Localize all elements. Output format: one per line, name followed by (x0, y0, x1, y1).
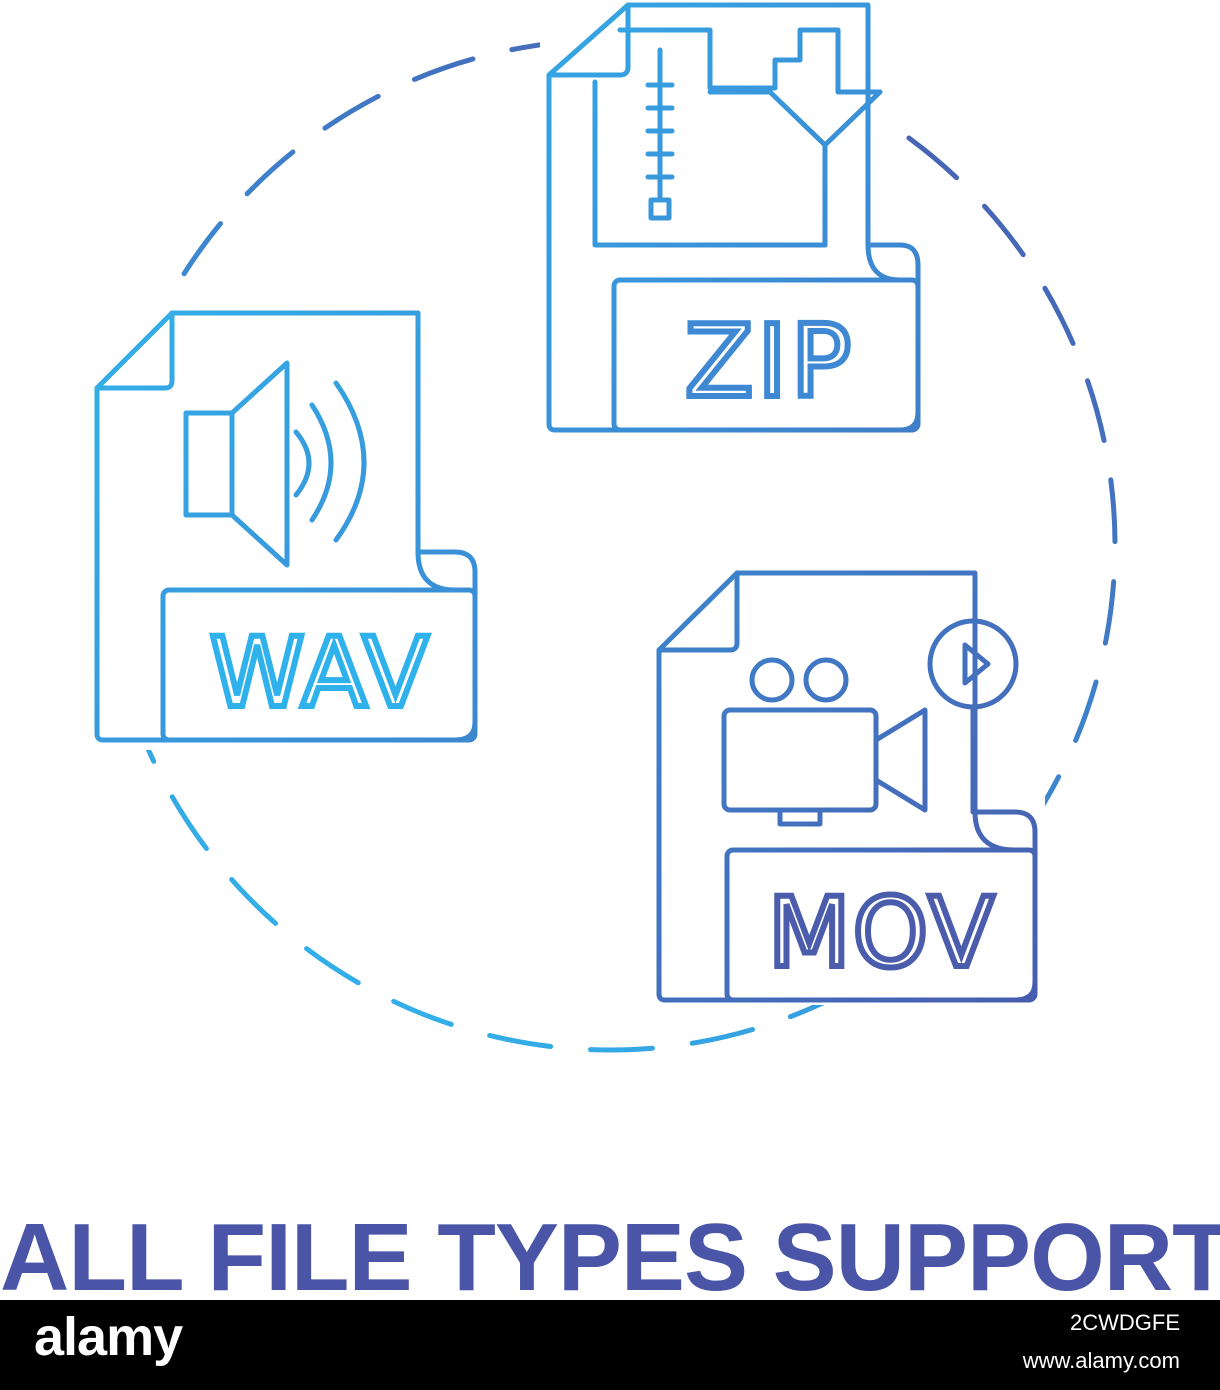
wav-file-icon (94, 310, 478, 743)
mov-file-icon (656, 570, 1038, 1003)
image-id: 2CWDGFE (1070, 1310, 1180, 1335)
zip-label: ZIP (685, 303, 855, 420)
zip-file-icon (546, 2, 921, 433)
mov-label: MOV (768, 877, 996, 989)
site-url: www.alamy.com (1022, 1348, 1180, 1373)
watermark-footer: alamy 2CWDGFE www.alamy.com (0, 1300, 1220, 1390)
wav-label: WAV (210, 617, 431, 729)
brand-logo: alamy (34, 1307, 183, 1367)
illustration: ZIP WAV MOV (94, 2, 1118, 1053)
caption-title: ALL FILE TYPES SUPPORT (0, 1204, 1220, 1311)
